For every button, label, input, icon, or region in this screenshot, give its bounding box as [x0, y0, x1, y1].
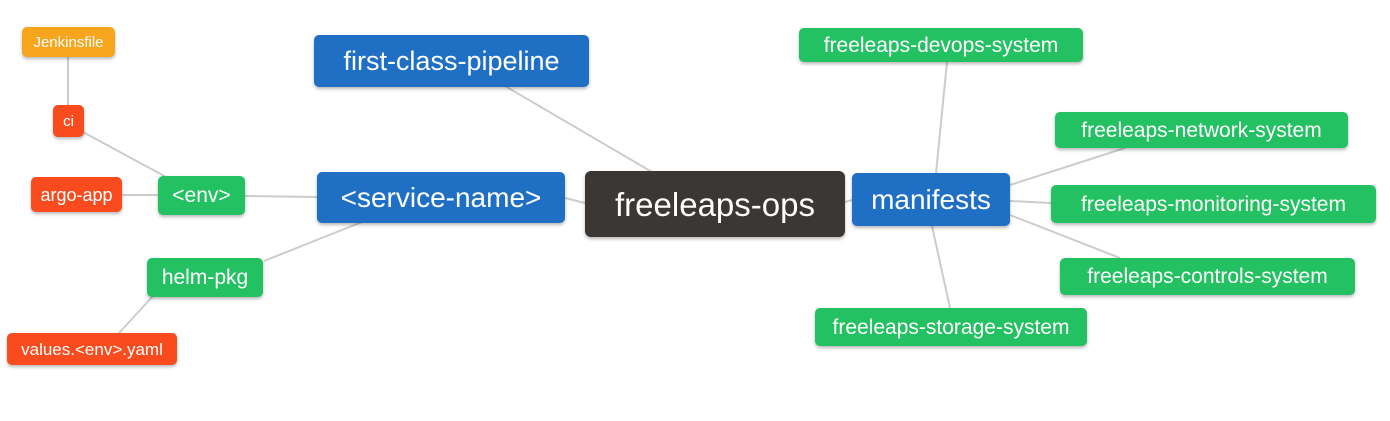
- edge-env-service-name: [244, 195, 318, 198]
- node-freeleaps-ops-label: freeleaps-ops: [615, 185, 815, 223]
- node-freeleaps-storage-system[interactable]: freeleaps-storage-system: [815, 308, 1087, 346]
- edge-ops-manifests: [844, 199, 853, 203]
- node-argo-app[interactable]: argo-app: [31, 177, 122, 212]
- edge-fcp-freeleaps-ops: [504, 85, 653, 173]
- node-freeleaps-monitoring-system-label: freeleaps-monitoring-system: [1081, 192, 1346, 216]
- node-manifests[interactable]: manifests: [852, 173, 1010, 226]
- edge-helm-pkg-service-name: [263, 221, 363, 262]
- node-freeleaps-controls-system-label: freeleaps-controls-system: [1087, 265, 1328, 288]
- node-helm-pkg[interactable]: helm-pkg: [147, 258, 263, 297]
- node-freeleaps-devops-system[interactable]: freeleaps-devops-system: [799, 28, 1083, 62]
- node-argo-app-label: argo-app: [40, 184, 113, 205]
- node-freeleaps-storage-system-label: freeleaps-storage-system: [832, 315, 1070, 339]
- edge-manifests-monitoring: [1009, 200, 1052, 204]
- node-freeleaps-ops[interactable]: freeleaps-ops: [585, 171, 845, 237]
- node-first-class-pipeline-label: first-class-pipeline: [343, 45, 560, 76]
- node-freeleaps-devops-system-label: freeleaps-devops-system: [823, 33, 1059, 57]
- node-helm-pkg-label: helm-pkg: [161, 266, 249, 289]
- edge-ci-env: [80, 130, 169, 179]
- edge-service-freeleaps-ops: [564, 197, 586, 204]
- edge-manifests-network: [1009, 147, 1126, 186]
- node-ci-label: ci: [63, 112, 74, 130]
- node-env-label: <env>: [172, 184, 231, 207]
- edge-manifests-storage: [931, 225, 951, 309]
- node-first-class-pipeline[interactable]: first-class-pipeline: [314, 35, 589, 87]
- node-jenkinsfile-label: Jenkinsfile: [33, 33, 104, 51]
- edge-manifests-devops: [935, 61, 948, 174]
- node-freeleaps-monitoring-system[interactable]: freeleaps-monitoring-system: [1051, 185, 1376, 223]
- node-freeleaps-controls-system[interactable]: freeleaps-controls-system: [1060, 258, 1355, 295]
- node-values-env-yaml-label: values.<env>.yaml: [21, 339, 163, 359]
- node-service-name-label: <service-name>: [340, 181, 542, 213]
- node-jenkinsfile[interactable]: Jenkinsfile: [22, 27, 115, 57]
- node-service-name[interactable]: <service-name>: [317, 172, 565, 223]
- node-manifests-label: manifests: [871, 183, 991, 215]
- node-env[interactable]: <env>: [158, 176, 245, 215]
- edge-manifests-controls: [1009, 214, 1121, 259]
- node-freeleaps-network-system[interactable]: freeleaps-network-system: [1055, 112, 1348, 148]
- node-values-env-yaml[interactable]: values.<env>.yaml: [7, 333, 177, 365]
- node-freeleaps-network-system-label: freeleaps-network-system: [1081, 118, 1322, 142]
- edge-values-helm-pkg: [118, 295, 154, 334]
- node-ci[interactable]: ci: [53, 105, 84, 137]
